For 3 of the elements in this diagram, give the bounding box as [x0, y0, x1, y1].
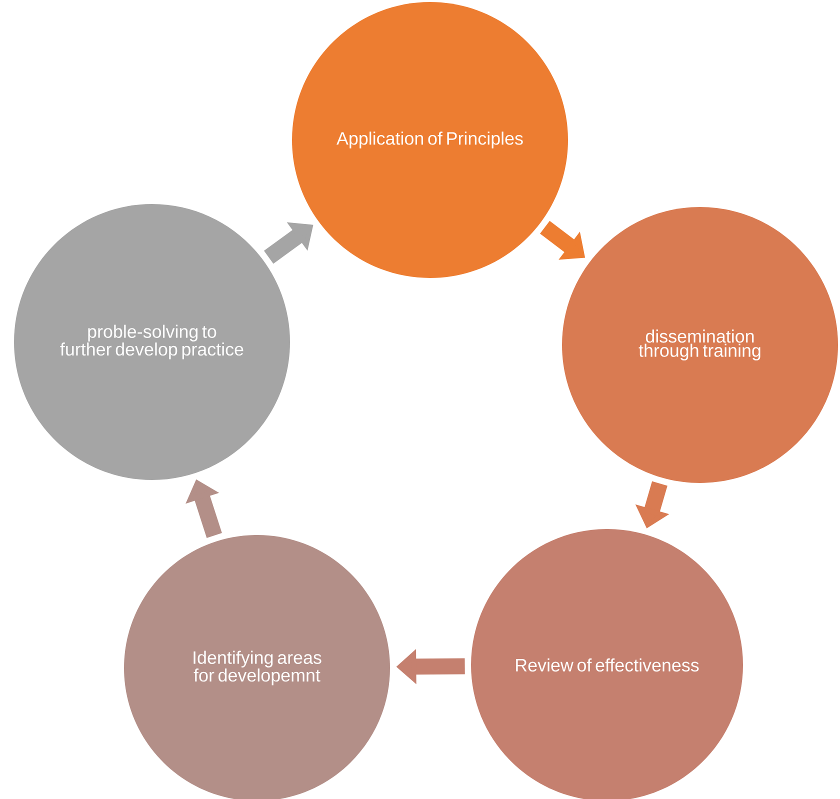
circle-node: proble-solving to further develop practice: [14, 204, 290, 480]
circle-node: dissemination through training: [562, 207, 838, 483]
circle-node: Application of Principles: [292, 2, 568, 278]
